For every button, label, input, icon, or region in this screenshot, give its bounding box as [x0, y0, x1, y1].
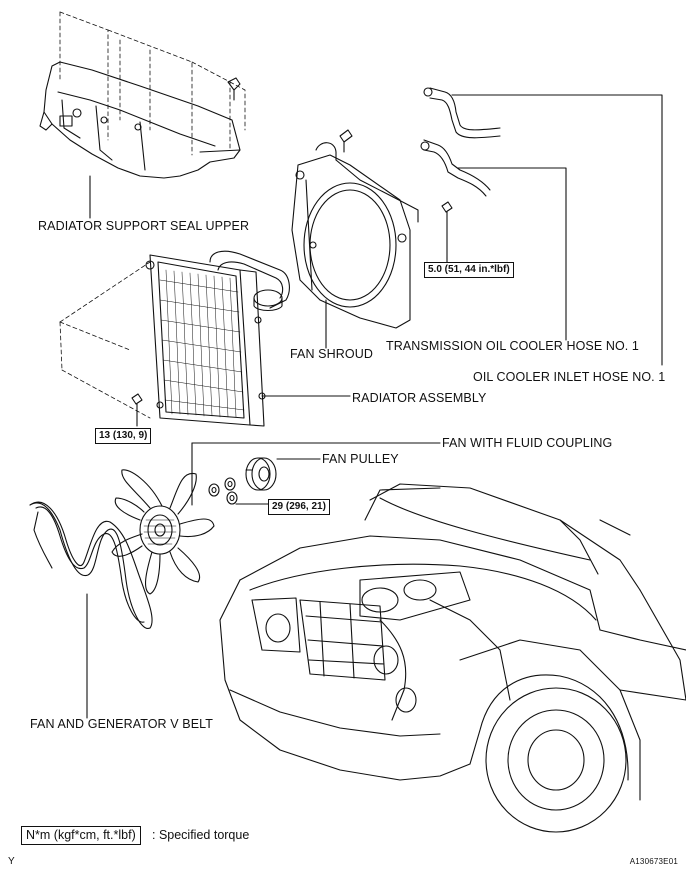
radiator-assembly [59, 250, 290, 427]
vehicle-front [219, 483, 686, 833]
label-fan-and-generator-v-belt: FAN AND GENERATOR V BELT [30, 717, 213, 731]
torque-radiator-bolt: 13 (130, 9) [95, 428, 152, 444]
legend-description: : Specified torque [152, 828, 250, 842]
leader-inlet-hose [451, 94, 663, 366]
torque-shroud-bolt: 5.0 (51, 44 in.*lbf) [424, 262, 514, 278]
legend-unit-box: N*m (kgf*cm, ft.*lbf) [21, 826, 141, 845]
radiator-bolt [131, 393, 143, 427]
fan-nuts [208, 477, 238, 505]
corner-mark: Y [8, 856, 15, 867]
figure-id: A130673E01 [629, 857, 678, 866]
label-radiator-support-seal-upper: RADIATOR SUPPORT SEAL UPPER [38, 219, 250, 233]
shroud-bolts [441, 201, 453, 263]
fan-pulley [245, 457, 277, 491]
label-fan-shroud: FAN SHROUD [290, 347, 373, 361]
leader-trans-hose [457, 167, 567, 341]
transmission-oil-cooler-hose [420, 139, 491, 197]
leader-vehicle [364, 487, 441, 521]
radiator-support-seal-upper [39, 11, 246, 179]
fan-with-fluid-coupling [111, 469, 215, 595]
label-oil-cooler-inlet-hose: OIL COOLER INLET HOSE NO. 1 [473, 370, 666, 384]
oil-cooler-inlet-hose [423, 87, 501, 139]
label-transmission-oil-cooler-hose: TRANSMISSION OIL COOLER HOSE NO. 1 [386, 339, 639, 353]
label-fan-pulley: FAN PULLEY [322, 452, 399, 466]
v-belt [29, 501, 153, 629]
label-fan-with-fluid-coupling: FAN WITH FLUID COUPLING [442, 436, 613, 450]
label-radiator-assembly: RADIATOR ASSEMBLY [352, 391, 487, 405]
fan-shroud [291, 129, 419, 329]
torque-fan-nut: 29 (296, 21) [268, 499, 330, 515]
